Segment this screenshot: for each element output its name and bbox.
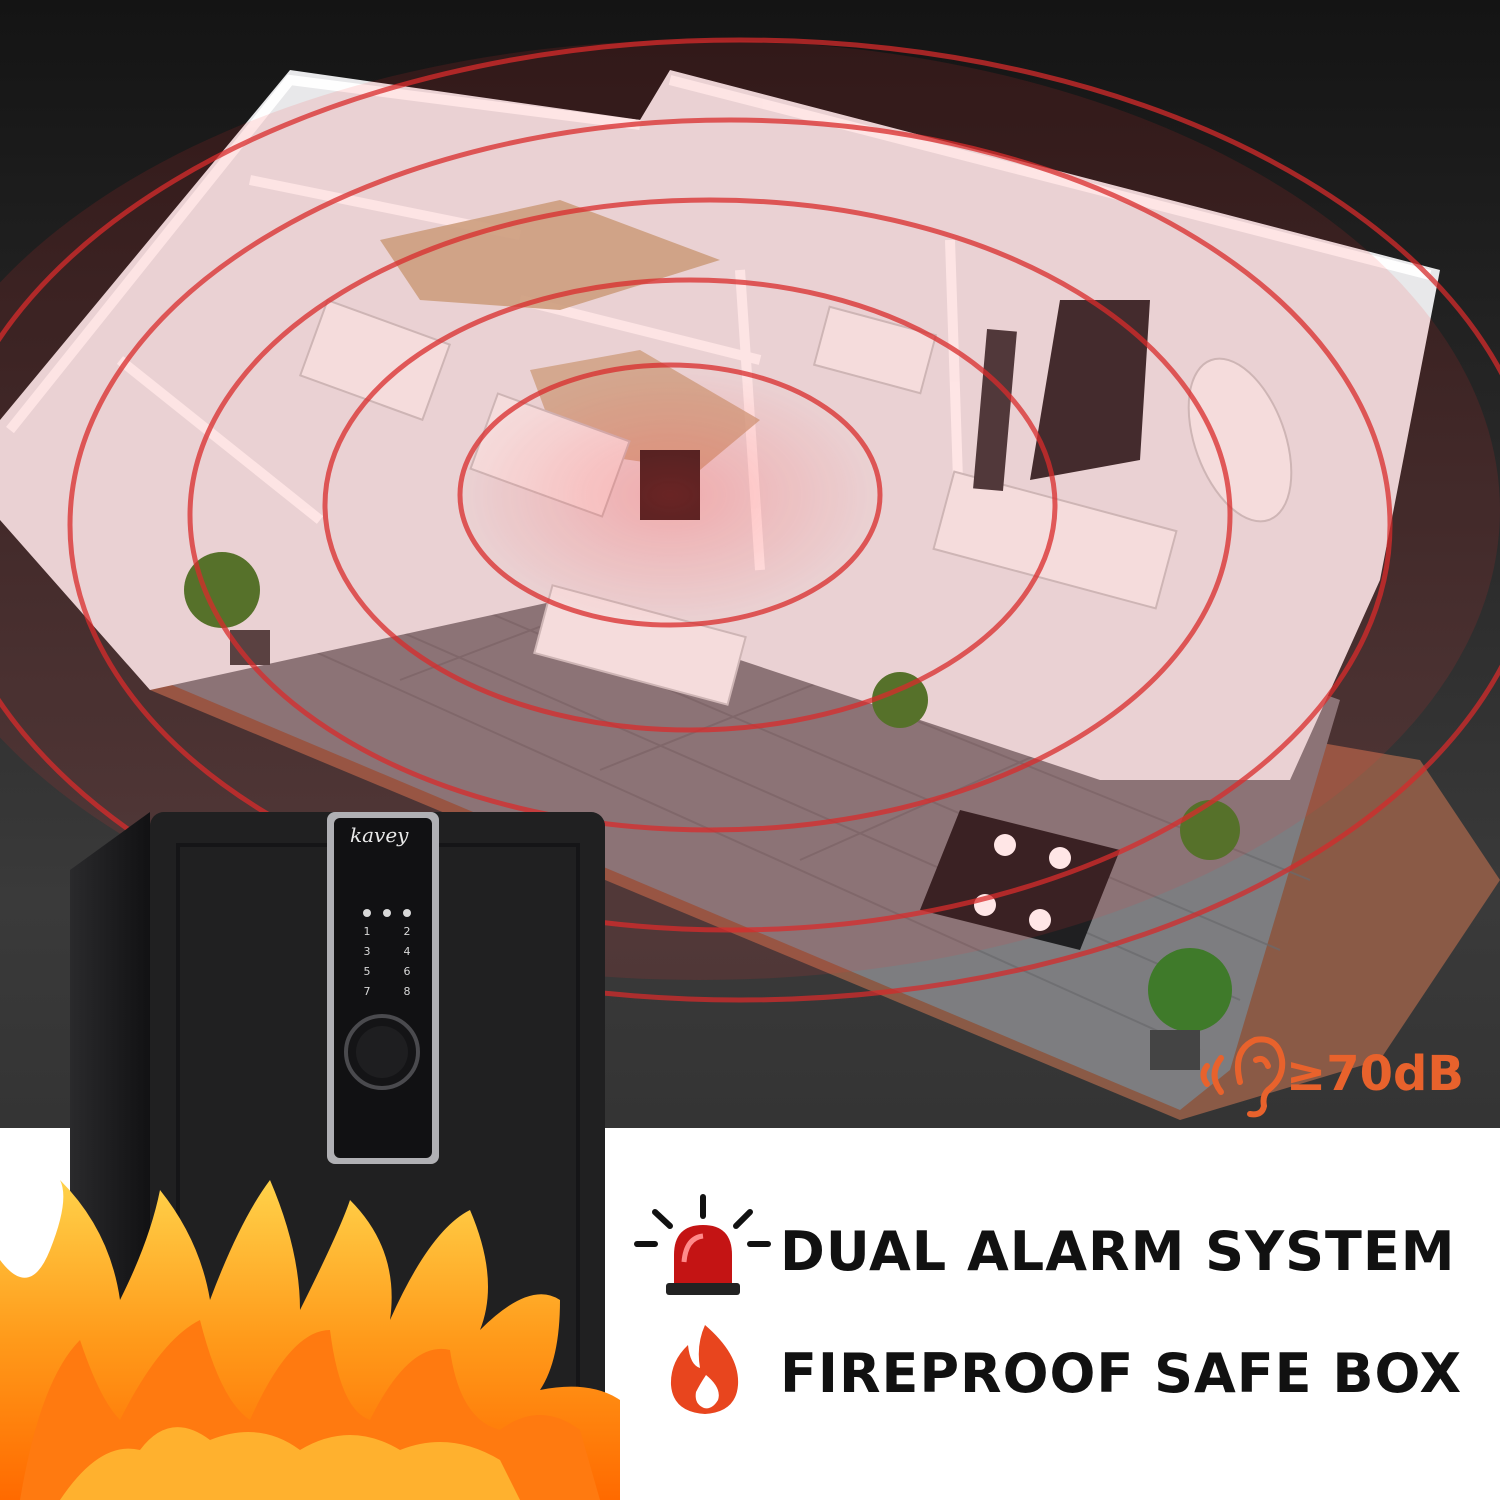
feature-fireproof: FIREPROOF SAFE BOX	[780, 1342, 1462, 1405]
svg-text:6: 6	[404, 965, 411, 978]
svg-text:2: 2	[404, 925, 411, 938]
svg-text:8: 8	[404, 985, 411, 998]
svg-text:4: 4	[404, 945, 411, 958]
alarm-waves	[0, 37, 1500, 1003]
fire-flames	[0, 1180, 620, 1500]
siren-icon	[634, 1194, 771, 1295]
flame-icon	[670, 1325, 739, 1414]
svg-text:7: 7	[364, 985, 371, 998]
decibel-label: ≥70dB	[1286, 1046, 1464, 1102]
ear-sound-icon	[1200, 1036, 1286, 1118]
feature-label: FIREPROOF SAFE BOX	[780, 1342, 1463, 1405]
brand-logo-text: kavey	[350, 823, 409, 847]
svg-text:5: 5	[364, 965, 371, 978]
feature-dual-alarm: DUAL ALARM SYSTEM	[780, 1220, 1455, 1283]
keypad: 1 2 3 4 5 6 7 8	[363, 909, 411, 998]
svg-text:3: 3	[364, 945, 371, 958]
svg-text:1: 1	[364, 925, 371, 938]
feature-label: DUAL ALARM SYSTEM	[780, 1220, 1456, 1283]
